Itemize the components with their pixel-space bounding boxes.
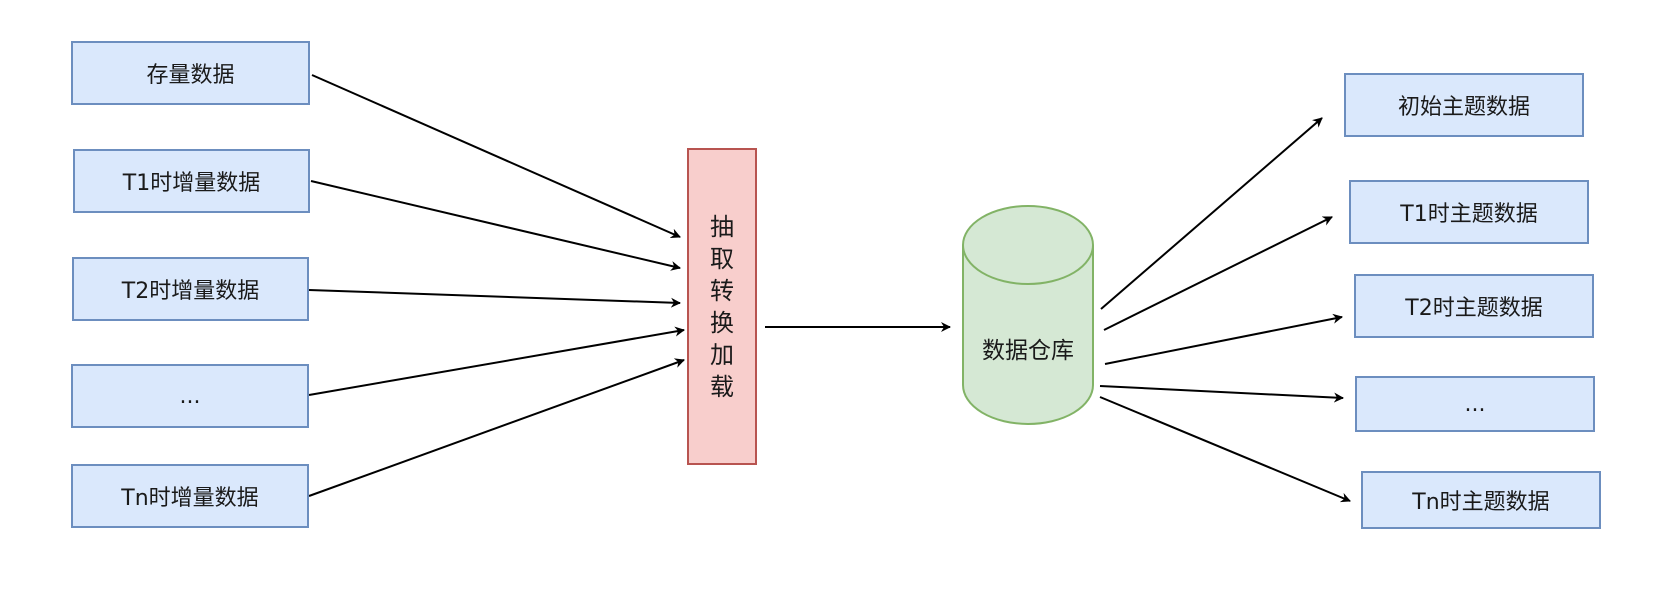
source-box-t1: T1时增量数据 [73, 149, 310, 213]
source-box-t2: T2时增量数据 [72, 257, 309, 321]
edge-warehouse-t0 [1100, 117, 1323, 310]
source-label: ... [179, 383, 201, 409]
edge-warehouse-t2 [1104, 313, 1343, 365]
target-label: T1时主题数据 [1400, 202, 1538, 227]
target-box-initial: 初始主题数据 [1344, 73, 1584, 137]
source-label: Tn时增量数据 [121, 486, 259, 511]
edge-s2-etl [308, 289, 681, 308]
edge-s4-etl [308, 358, 685, 497]
edge-s0-etl [311, 74, 681, 238]
edge-warehouse-t1 [1103, 216, 1333, 331]
edge-s1-etl [310, 180, 681, 271]
source-label: T1时增量数据 [122, 171, 261, 196]
source-box-ellipsis: ... [71, 364, 309, 428]
target-label: 初始主题数据 [1397, 95, 1530, 120]
source-box-stock: 存量数据 [71, 41, 310, 105]
etl-box: 抽取转换加载 [687, 148, 757, 465]
target-label: Tn时主题数据 [1412, 490, 1550, 515]
etl-label: 抽取转换加载 [710, 212, 734, 401]
source-label: 存量数据 [146, 63, 235, 88]
source-box-tn: Tn时增量数据 [71, 464, 309, 528]
target-box-ellipsis: ... [1355, 376, 1595, 432]
target-box-t1: T1时主题数据 [1349, 180, 1589, 244]
target-box-tn: Tn时主题数据 [1361, 471, 1601, 529]
warehouse-cylinder [962, 205, 1094, 425]
warehouse-label: 数据仓库 [982, 338, 1074, 364]
edge-s3-etl [308, 326, 685, 396]
edge-warehouse-t3 [1099, 385, 1344, 403]
target-label: T2时主题数据 [1405, 296, 1543, 321]
edge-warehouse-t4 [1099, 396, 1351, 503]
target-label: ... [1464, 391, 1486, 417]
target-box-t2: T2时主题数据 [1354, 274, 1594, 338]
source-label: T2时增量数据 [121, 279, 260, 304]
